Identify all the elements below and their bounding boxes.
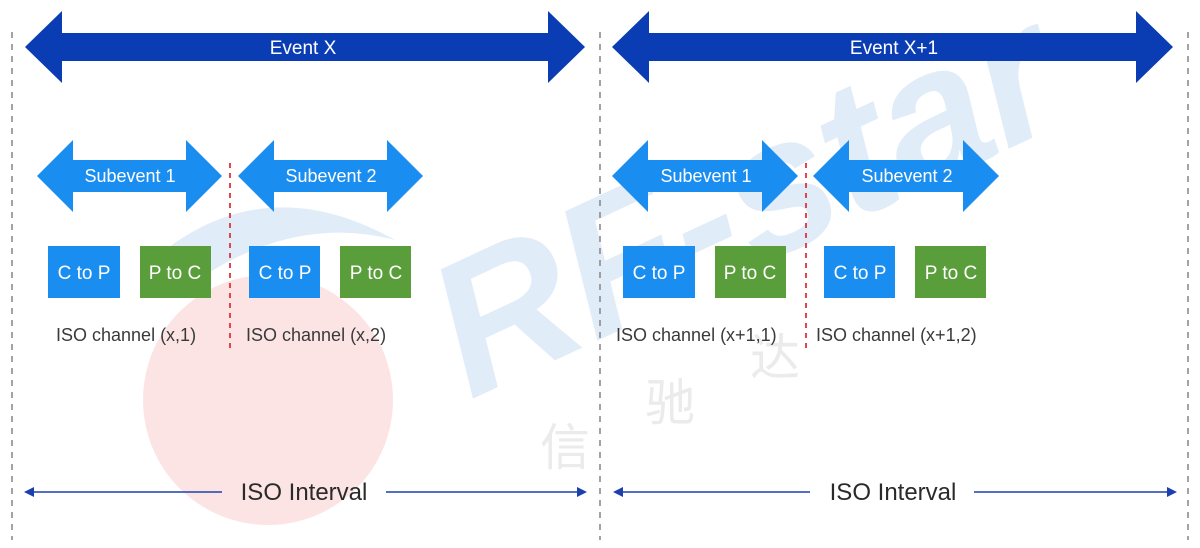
event-x-plus-1-sub2-channel-label: ISO channel (x+1,2) [816,325,977,345]
event-x-sub2-channel-label: ISO channel (x,2) [246,325,386,345]
event-x-plus-1-sub1-c-to-p-box [623,246,695,298]
event-x-plus-1-interval-arrowhead-left [613,487,623,497]
event-x-plus-1-label: Event X+1 [850,38,938,59]
watermark-logo-red [143,275,393,525]
event-x-arrow [25,11,585,83]
event-x-sub2-p-to-c-label: P to C [350,263,402,284]
event-x-plus-1-subevent-2-arrow [813,140,999,212]
event-x-sub1-channel-label: ISO channel (x,1) [56,325,196,345]
watermark-cjk-3: 达 [750,329,800,387]
event-x-interval-arrowhead-left [24,487,34,497]
event-x: Event X Subevent 1 Subevent 2 C to P P t… [24,11,587,506]
event-x-plus-1-interval-arrowhead-right [1167,487,1177,497]
watermark-cjk-2: 驰 [645,374,695,432]
event-x-plus-1-sub2-p-to-c-box [915,246,986,298]
event-x-sub1-c-to-p-box [48,246,120,298]
event-x-plus-1-sub2-c-to-p-label: C to P [834,263,887,284]
event-x-plus-1-sub1-c-to-p-label: C to P [633,263,686,284]
event-x-label: Event X [270,38,337,59]
event-x-plus-1-subevent-2-label: Subevent 2 [861,166,952,186]
event-x-plus-1-arrow [612,11,1173,83]
event-x-subevent-1-label: Subevent 1 [84,166,175,186]
event-x-plus-1-sub1-channel-label: ISO channel (x+1,1) [616,325,777,345]
event-x-interval-label: ISO Interval [241,479,368,506]
event-x-subevent-2-label: Subevent 2 [285,166,376,186]
event-x-sub2-c-to-p-label: C to P [259,263,312,284]
event-x-plus-1-sub2-c-to-p-box [824,246,895,298]
event-x-plus-1-subevent-1-arrow [612,140,798,212]
watermark-brand: RF-star [398,0,1099,437]
event-x-plus-1: Event X+1 Subevent 1 Subevent 2 C to P P… [612,11,1177,506]
event-x-sub2-c-to-p-box [249,246,320,298]
watermark-cjk-1: 信 [540,419,590,477]
event-x-subevent-1-arrow [37,140,222,212]
event-x-sub1-p-to-c-box [140,246,211,298]
event-x-sub2-p-to-c-box [340,246,411,298]
event-x-plus-1-sub1-p-to-c-box [715,246,786,298]
event-x-sub1-c-to-p-label: C to P [58,263,111,284]
event-x-plus-1-sub1-p-to-c-label: P to C [724,263,776,284]
event-x-interval-arrowhead-right [577,487,587,497]
event-x-sub1-p-to-c-label: P to C [149,263,201,284]
event-x-subevent-2-arrow [238,140,423,212]
event-x-plus-1-subevent-1-label: Subevent 1 [660,166,751,186]
event-x-plus-1-interval-label: ISO Interval [830,479,957,506]
event-x-plus-1-sub2-p-to-c-label: P to C [925,263,977,284]
watermark-logo-swoosh [165,207,395,275]
